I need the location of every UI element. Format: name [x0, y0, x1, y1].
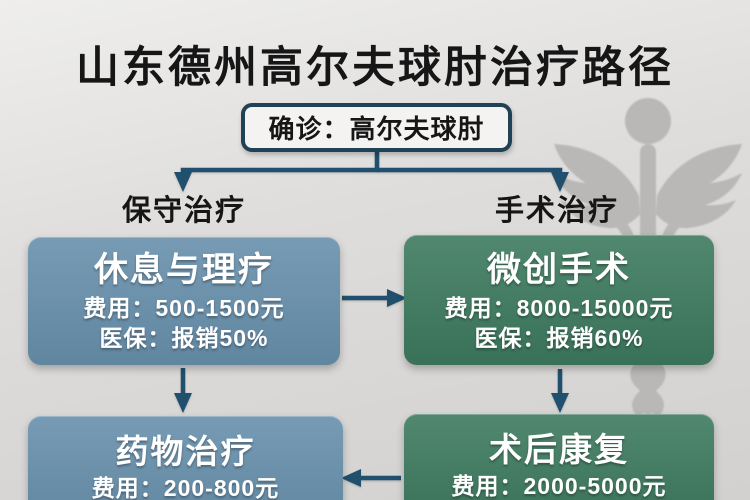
node-rest-therapy: 休息与理疗 费用：500-1500元 医保：报销50%: [28, 237, 340, 365]
connector-diagnosis-to-surgical: [377, 167, 569, 192]
connector-diagnosis-to-conservative: [174, 151, 380, 192]
branch-label-surgical: 手术治疗: [494, 195, 619, 227]
page-title: 山东德州高尔夫球肘治疗路径: [76, 44, 674, 92]
diagnosis-node: 确诊：高尔夫球肘: [241, 103, 512, 152]
node-cost: 费用：500-1500元: [83, 295, 285, 321]
node-cost: 费用：2000-5000元: [451, 473, 667, 499]
node-insurance: 医保：报销50%: [99, 325, 269, 351]
node-insurance: 医保：报销60%: [474, 325, 644, 351]
node-title: 微创手术: [487, 251, 631, 289]
node-cost: 费用：8000-15000元: [444, 295, 674, 321]
node-cost: 费用：200-800元: [91, 475, 280, 500]
node-rehab: 术后康复 费用：2000-5000元: [404, 414, 714, 500]
node-surgery: 微创手术 费用：8000-15000元 医保：报销60%: [404, 235, 714, 365]
node-title: 术后康复: [489, 431, 629, 468]
node-title: 休息与理疗: [94, 251, 274, 289]
branch-label-conservative: 保守治疗: [121, 195, 246, 227]
node-title: 药物治疗: [115, 433, 256, 470]
diagnosis-label: 确诊：高尔夫球肘: [268, 114, 485, 144]
node-medication: 药物治疗 费用：200-800元: [28, 416, 343, 500]
